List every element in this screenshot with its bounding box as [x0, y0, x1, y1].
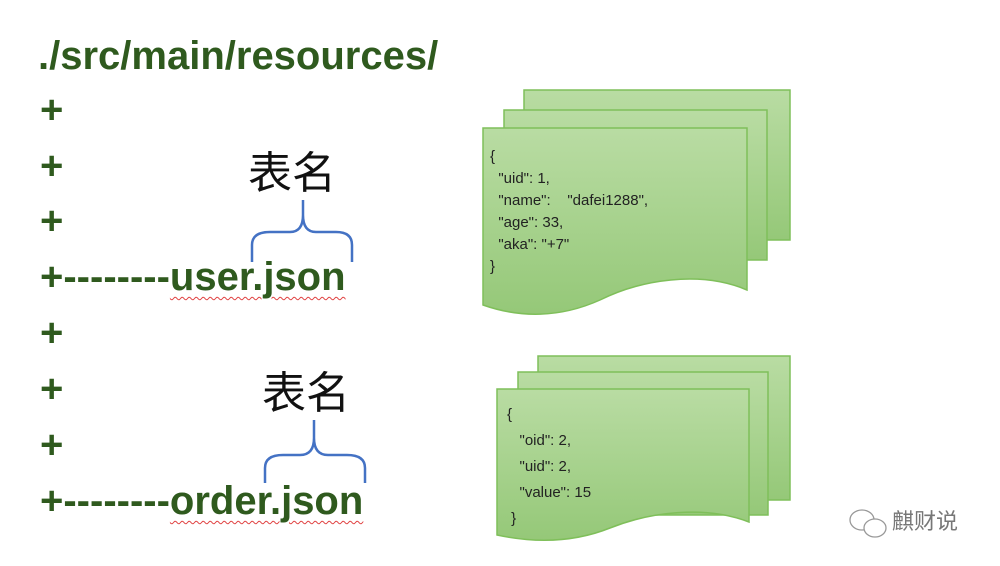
order-json-sheets: [496, 355, 791, 541]
table-name-label-user: 表名: [248, 148, 336, 199]
json-line: "name": "dafei1288",: [490, 192, 649, 209]
tree-plus: +: [40, 88, 64, 132]
json-line: {: [490, 148, 496, 165]
json-line: "value": 15: [507, 484, 592, 501]
order-json-content: { "oid": 2, "uid": 2, "value": 15 }: [507, 402, 591, 532]
tree-row-order: +--------order.json: [40, 481, 363, 521]
wechat-icon: [849, 509, 887, 538]
brace-user: [250, 200, 354, 262]
tree-plus: +: [40, 423, 64, 467]
tree-plus: +: [40, 311, 64, 355]
json-line: }: [490, 258, 496, 275]
json-line: "uid": 2,: [507, 458, 572, 475]
watermark: 麒财说: [892, 510, 959, 535]
json-line: "uid": 1,: [490, 170, 550, 187]
file-user-json: user.json: [169, 255, 346, 299]
tree-plus: +: [40, 199, 64, 243]
user-json-sheets: [482, 89, 791, 315]
user-json-content: { "uid": 1, "name": "dafei1288", "age": …: [490, 146, 648, 278]
path-title: ./src/main/resources/: [38, 34, 439, 78]
tree-plus: +: [40, 144, 64, 188]
json-line: {: [507, 406, 513, 423]
json-line: "oid": 2,: [507, 432, 572, 449]
tree-plus: +: [40, 367, 64, 411]
json-line: "age": 33,: [490, 214, 564, 231]
connector: +--------: [40, 255, 170, 299]
table-name-label-order: 表名: [262, 368, 350, 419]
connector: +--------: [40, 479, 170, 523]
tree-row-user: +--------user.json: [40, 257, 346, 297]
json-line: "aka": "+7": [490, 236, 570, 253]
file-order-json: order.json: [169, 479, 364, 523]
json-line: }: [507, 510, 517, 527]
brace-order: [263, 420, 367, 483]
